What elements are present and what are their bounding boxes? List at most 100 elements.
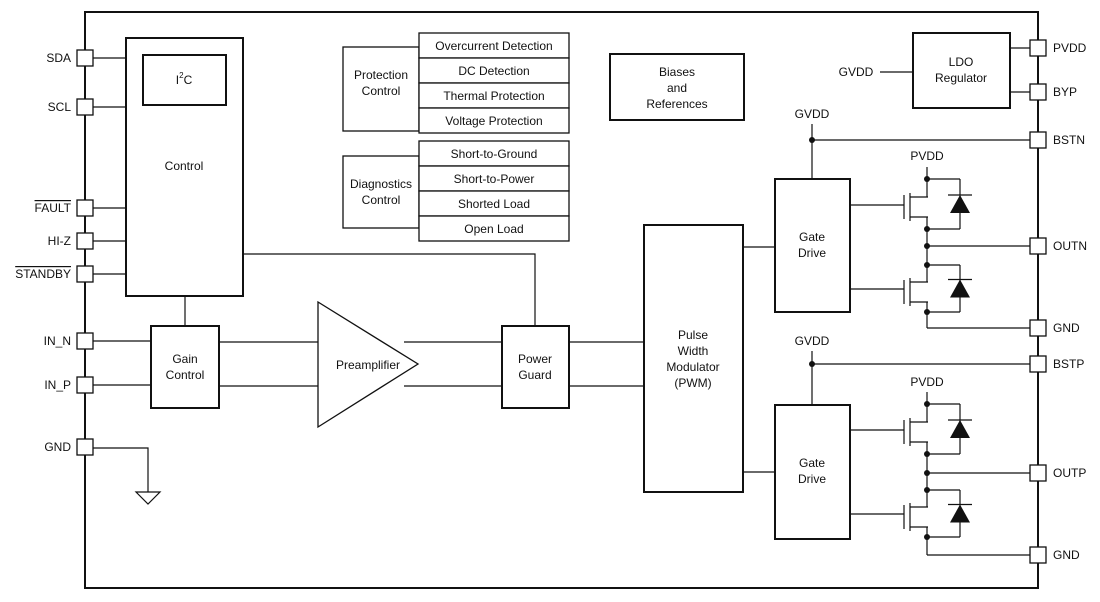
gate-drive-top-label-1: Gate: [799, 230, 825, 244]
pin-in-p-box: [76, 376, 94, 394]
pin-label: SCL: [48, 100, 72, 114]
pvdd-top-label: PVDD: [910, 149, 944, 163]
pin-scl-box: [76, 98, 94, 116]
gate-drive-top-label-2: Drive: [798, 246, 826, 260]
pin-fault-box: [76, 199, 94, 217]
junction-dot: [924, 226, 930, 232]
diode-icon: [950, 279, 970, 298]
gate-drive-bottom-label-1: Gate: [799, 456, 825, 470]
junction-dot: [924, 401, 930, 407]
control-label: Control: [165, 159, 204, 173]
junction-dot: [924, 309, 930, 315]
biases-label-3: References: [646, 97, 707, 111]
pin-label: SDA: [46, 51, 71, 65]
pin-outn-box: [1029, 237, 1047, 255]
pwm-label-3: Modulator: [666, 360, 719, 374]
bstp-junction: [809, 361, 815, 367]
pin-gnd-box: [1029, 319, 1047, 337]
gvdd-bottom-label: GVDD: [795, 334, 830, 348]
protection-item-3: Thermal Protection: [443, 89, 544, 103]
pwm-label-2: Width: [678, 344, 709, 358]
power-guard-block: [501, 325, 570, 409]
diagnostics-item-box: [418, 140, 570, 167]
pin-label: OUTN: [1053, 239, 1087, 253]
output-stage: [850, 392, 1030, 556]
pin-label: GND: [44, 440, 71, 454]
pin-label: IN_P: [44, 378, 71, 392]
pin-label: BYP: [1053, 85, 1077, 99]
junction-dot: [924, 487, 930, 493]
pin-label: HI-Z: [48, 234, 71, 248]
pin-label: GND: [1053, 548, 1080, 562]
pwm-label-1: Pulse: [678, 328, 708, 342]
pin-label: OUTP: [1053, 466, 1086, 480]
diagnostics-item-4: Open Load: [464, 222, 523, 236]
pin-label: GND: [1053, 321, 1080, 335]
ldo-gvdd-label: GVDD: [839, 65, 874, 79]
i2c-block: [142, 54, 227, 106]
pin-label: STANDBY: [15, 267, 71, 281]
pin-gnd-box: [76, 438, 94, 456]
pvdd-bottom-label: PVDD: [910, 375, 944, 389]
pin-hi-z-box: [76, 232, 94, 250]
ldo-block: [912, 32, 1011, 109]
protection-item-4: Voltage Protection: [445, 114, 542, 128]
junction-dot: [924, 262, 930, 268]
diagnostics-item-3: Shorted Load: [458, 197, 530, 211]
junction-dot: [924, 451, 930, 457]
pin-label: IN_N: [44, 334, 71, 348]
protection-title-2: Control: [362, 84, 401, 98]
pin-bstn-box: [1029, 131, 1047, 149]
pin-sda-box: [76, 49, 94, 67]
output-stage: [850, 167, 1030, 329]
gvdd-top-label: GVDD: [795, 107, 830, 121]
protection-item-box: [418, 107, 570, 134]
pin-in-n-box: [76, 332, 94, 350]
pwm-block: [643, 224, 744, 493]
diagnostics-item-box: [418, 215, 570, 242]
diagnostics-item-1: Short-to-Ground: [451, 147, 538, 161]
gate-drive-bottom-label-2: Drive: [798, 472, 826, 486]
ldo-label-1: LDO: [949, 55, 974, 69]
gnd-left-wire: [93, 447, 149, 492]
diagnostics-control-block: [342, 155, 420, 229]
preamplifier-label: Preamplifier: [336, 358, 400, 372]
diode-icon: [950, 504, 970, 523]
gate-drive-bottom-block: [774, 404, 851, 540]
biases-label-1: Biases: [659, 65, 695, 79]
pin-label: FAULT: [35, 201, 72, 215]
gain-control-block: [150, 325, 220, 409]
gain-label-2: Control: [166, 368, 205, 382]
pin-standby-box: [76, 265, 94, 283]
pin-gnd-box: [1029, 546, 1047, 564]
diagnostics-item-2: Short-to-Power: [454, 172, 535, 186]
protection-item-1: Overcurrent Detection: [435, 39, 552, 53]
power-guard-label-2: Guard: [518, 368, 551, 382]
diode-icon: [950, 195, 970, 213]
diagnostics-title-1: Diagnostics: [350, 177, 412, 191]
pin-label: BSTP: [1053, 357, 1084, 371]
pin-label: BSTN: [1053, 133, 1085, 147]
control-guard-wire: [243, 253, 536, 326]
protection-item-box: [418, 32, 570, 59]
power-guard-label-1: Power: [518, 352, 552, 366]
pin-outp-box: [1029, 464, 1047, 482]
chip-outline: [84, 11, 1039, 589]
biases-block: [609, 53, 745, 121]
i2c-label: I2C: [176, 71, 193, 87]
diagnostics-item-box: [418, 165, 570, 192]
bstn-junction: [809, 137, 815, 143]
pin-byp-box: [1029, 83, 1047, 101]
diagnostics-title-2: Control: [362, 193, 401, 207]
protection-item-2: DC Detection: [458, 64, 529, 78]
protection-title-1: Protection: [354, 68, 408, 82]
pin-label: PVDD: [1053, 41, 1087, 55]
protection-item-box: [418, 82, 570, 109]
ground-symbol: [134, 491, 162, 505]
junction-dot: [924, 534, 930, 540]
biases-label-2: and: [667, 81, 687, 95]
junction-dot: [924, 470, 930, 476]
preamplifier-triangle: [317, 300, 420, 429]
junction-dot: [924, 243, 930, 249]
